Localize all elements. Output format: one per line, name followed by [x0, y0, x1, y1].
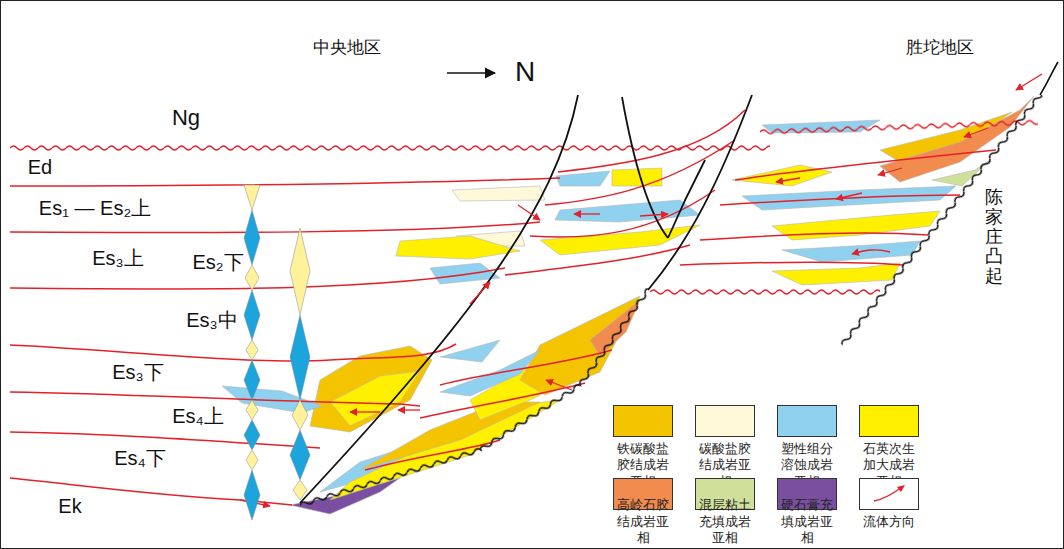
legend-text: 流体方向 — [857, 514, 921, 530]
legend-text: 硬石膏充填成岩亚相 — [775, 497, 839, 546]
legend-swatch — [613, 405, 673, 437]
north-arrow — [447, 72, 495, 74]
stratum-label: Es₄上 — [171, 405, 225, 428]
legend-text: 混层粘土充填成岩亚相 — [693, 497, 757, 546]
stratum-label: Ek — [57, 495, 82, 518]
stratum-label: Ed — [27, 156, 53, 179]
unconformities — [10, 92, 1044, 509]
stratum-label: Es₃中 — [185, 309, 238, 332]
faults — [300, 95, 752, 503]
stratum-label: Es₁ — Es₂上 — [38, 197, 152, 220]
facies-columns — [244, 185, 310, 520]
strata-lines — [10, 110, 996, 505]
area-title: 中央地区 — [312, 38, 382, 58]
north-letter: N — [514, 56, 536, 88]
stratum-label: Ng — [171, 105, 201, 130]
legend-text: 高岭石胶结成岩亚相 — [611, 497, 675, 546]
legend-swatch — [859, 405, 919, 437]
basement-line — [1040, 62, 1058, 95]
stratum-label: Es₃下 — [111, 361, 164, 384]
area-title: 胜坨地区 — [905, 38, 975, 58]
legend-arrow-sample — [859, 478, 919, 510]
uplift-name: 陈家庄凸起 — [985, 188, 1003, 287]
legend-swatch — [695, 405, 755, 437]
stratum-label: Es₄下 — [113, 447, 167, 470]
stratum-label: Es₃上 — [91, 247, 144, 270]
legend-swatch — [777, 405, 837, 437]
fluid-arrows — [240, 74, 1042, 506]
stratum-label: Es₂下 — [191, 251, 244, 274]
arrow-sample — [860, 479, 918, 509]
facies-bodies — [222, 96, 1034, 514]
